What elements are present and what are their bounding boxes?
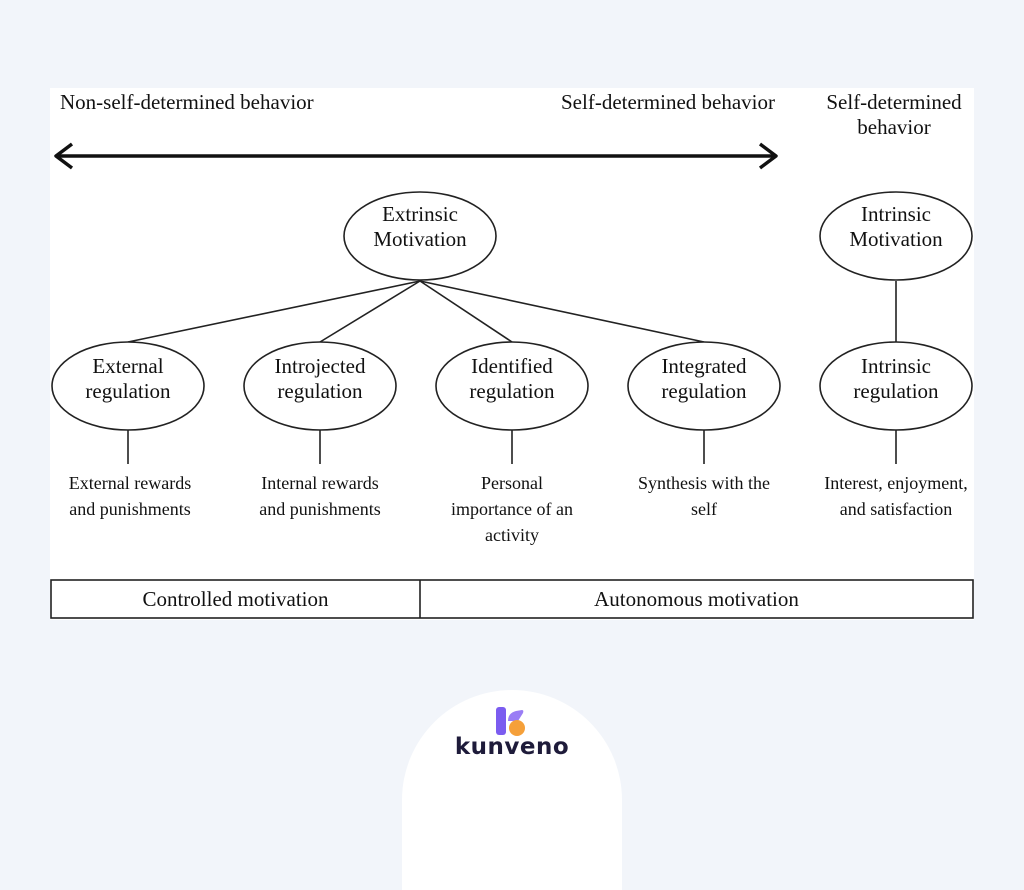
continuum-arrow-right-head xyxy=(758,142,778,170)
identified-regulation-label: Identified regulation xyxy=(469,354,555,404)
extrinsic-motivation-label: Extrinsic Motivation xyxy=(373,202,467,252)
intrinsic-motivation-label: Intrinsic Motivation xyxy=(849,202,943,252)
kunveno-logo-icon xyxy=(496,707,525,736)
diagram-lines xyxy=(50,142,974,619)
continuum-arrow-left-head xyxy=(54,142,74,170)
motivation-diagram: Non-self-determined behavior Self-determ… xyxy=(50,88,974,620)
connector-external xyxy=(127,280,421,343)
intrinsic-regulation-label: Intrinsic regulation xyxy=(853,354,939,404)
motivation-bar xyxy=(50,579,974,619)
intrinsic-ellipse xyxy=(819,191,973,281)
integrated-regulation-label: Integrated regulation xyxy=(661,354,747,404)
brand-wordmark: kunveno xyxy=(454,734,570,760)
connector-integrated xyxy=(419,280,705,343)
header-self-determined: Self-determined behavior xyxy=(561,90,775,114)
autonomous-motivation-label: Autonomous motivation xyxy=(594,587,799,611)
integrated-description: Synthesis with the self xyxy=(637,473,770,520)
introjected-regulation-label: Introjected regulation xyxy=(274,354,366,404)
controlled-motivation-label: Controlled motivation xyxy=(142,587,329,611)
connector-identified xyxy=(419,280,513,343)
external-description: External rewards and punishments xyxy=(68,473,192,520)
header-self-determined-intrinsic: Self-determined behavior xyxy=(826,90,962,140)
introjected-description: Internal rewards and punishments xyxy=(259,473,381,520)
header-non-self-determined: Non-self-determined behavior xyxy=(60,90,314,114)
identified-description: Personal importance of an activity xyxy=(451,473,573,546)
intrinsic-description: Interest, enjoyment, and satisfaction xyxy=(824,473,968,520)
external-regulation-label: External regulation xyxy=(85,354,171,404)
extrinsic-ellipse xyxy=(343,191,497,281)
connector-introjected xyxy=(319,280,421,343)
